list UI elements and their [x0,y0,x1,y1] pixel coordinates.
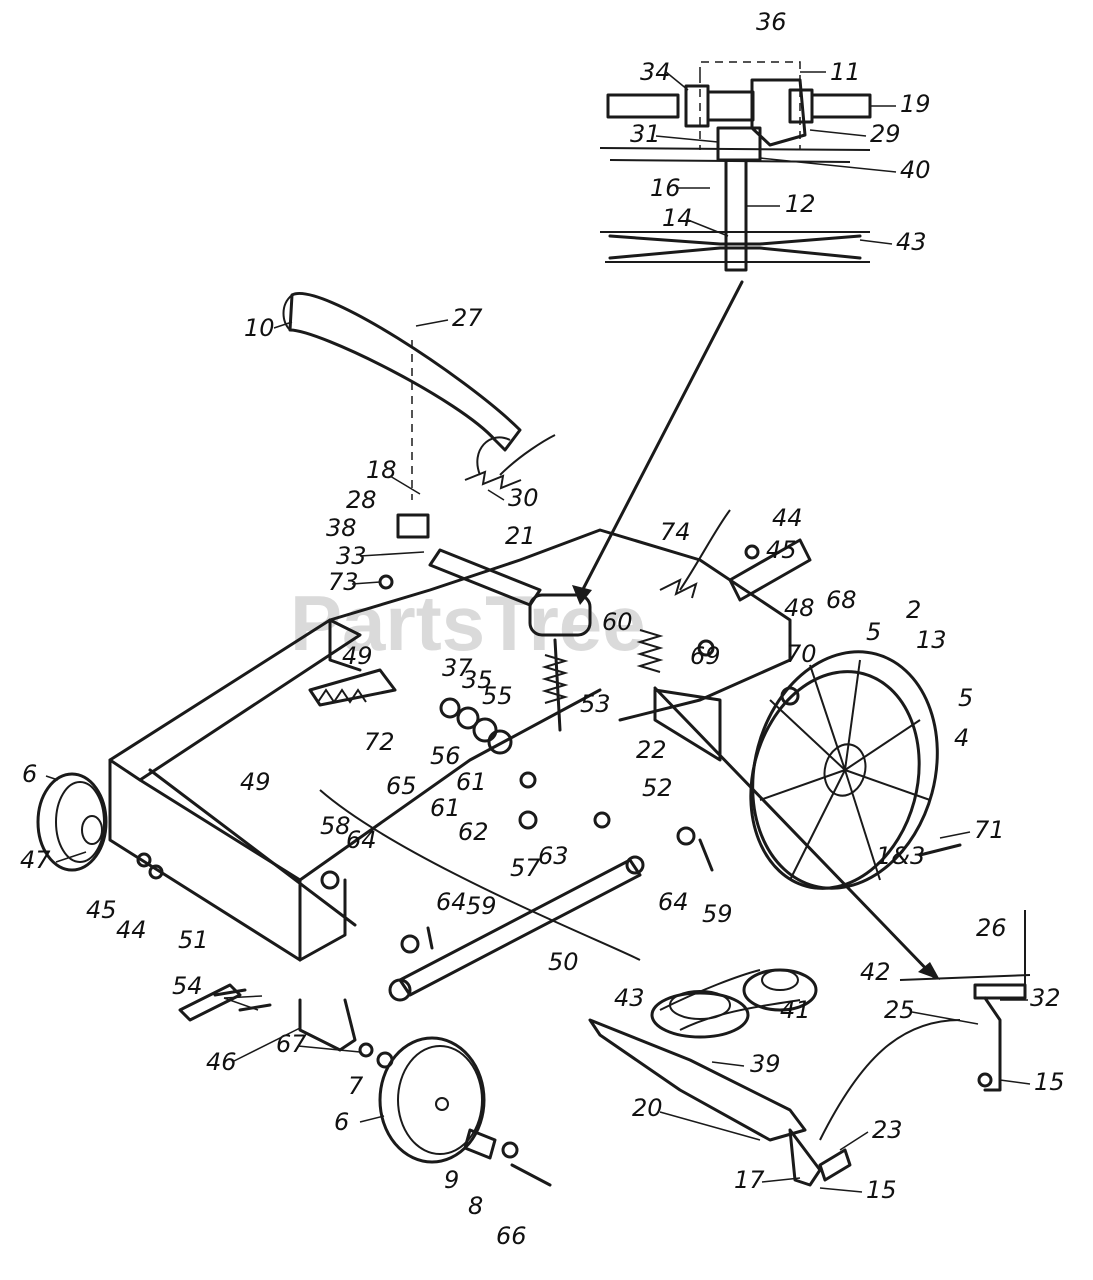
callout-1-and-3: 1&3 [876,842,925,870]
callout-18: 18 [366,456,397,484]
callout-12: 12 [785,190,816,218]
callout-26: 26 [976,914,1007,942]
callout-17: 17 [734,1166,765,1194]
callout-54: 54 [172,972,203,1000]
top-cover-shroud [282,292,522,500]
callout-30: 30 [508,484,539,512]
callout-44: 44 [772,504,803,532]
leader-lines [45,71,1031,1193]
callout-58: 58 [320,812,351,840]
callout-13: 13 [916,626,947,654]
callout-48: 48 [784,594,815,622]
callout-15: 15 [1034,1068,1065,1096]
callout-7: 7 [348,1072,364,1100]
callout-69: 69 [690,642,721,670]
roller-shaft-assembly [396,470,812,762]
blade-pulley-assembly [588,910,1031,1187]
control-cables [319,434,731,961]
callout-64c: 64 [658,888,689,916]
callout-41: 41 [780,996,811,1024]
callout-65: 65 [386,772,417,800]
callout-23: 23 [872,1116,903,1144]
callout-9: 9 [444,1166,459,1194]
callout-47: 47 [20,846,51,874]
callout-6b: 6 [334,1108,349,1136]
callout-64b: 64 [436,888,467,916]
callout-25: 25 [884,996,915,1024]
callout-31: 31 [630,120,661,148]
callout-59b: 59 [702,900,733,928]
callout-5b: 5 [958,684,973,712]
callout-60: 60 [602,608,633,636]
callout-71: 71 [974,816,1005,844]
callout-38: 38 [326,514,357,542]
main-deck-frame [108,528,792,1052]
callout-40: 40 [900,156,931,184]
callout-68: 68 [826,586,857,614]
callout-14: 14 [662,204,693,232]
callout-34: 34 [640,58,671,86]
callout-52: 52 [642,774,673,802]
callout-50: 50 [548,948,579,976]
callout-43b: 43 [614,984,645,1012]
callout-19: 19 [900,90,931,118]
callout-21: 21 [505,522,536,550]
callout-35: 35 [462,666,493,694]
linkage-bars [178,668,645,1022]
callout-45b: 45 [86,896,117,924]
callout-8: 8 [468,1192,483,1220]
callout-62: 62 [458,818,489,846]
callout-10: 10 [244,314,275,342]
callout-72: 72 [364,728,395,756]
callout-27: 27 [452,304,483,332]
rear-left-wheel [378,1036,486,1164]
callout-28: 28 [346,486,377,514]
callout-49: 49 [342,642,373,670]
callout-74: 74 [660,518,691,546]
callout-59: 59 [466,892,497,920]
callout-6: 6 [22,760,37,788]
front-left-wheel [36,772,108,872]
callout-45: 45 [766,536,797,564]
drive-connector-lines [572,280,940,980]
callout-36: 36 [756,8,787,36]
callout-44b: 44 [116,916,147,944]
callout-61: 61 [456,768,487,796]
callout-39: 39 [750,1050,781,1078]
callout-43: 43 [896,228,927,256]
callout-32: 32 [1030,984,1061,1012]
callout-64: 64 [346,826,377,854]
callout-51: 51 [178,926,209,954]
callout-5: 5 [866,618,881,646]
callout-57: 57 [510,854,541,882]
callout-55: 55 [482,682,513,710]
callout-42: 42 [860,958,891,986]
callout-70: 70 [786,640,817,668]
callout-22: 22 [636,736,667,764]
gearbox-inset [599,61,872,272]
callout-37: 37 [442,654,473,682]
callout-49b: 49 [240,768,271,796]
callout-29: 29 [870,120,901,148]
callout-2: 2 [906,596,921,624]
callout-63: 63 [538,842,569,870]
callout-56: 56 [430,742,461,770]
callout-46: 46 [206,1048,237,1076]
drive-wheel-assembly [749,650,939,890]
callout-16: 16 [650,174,681,202]
callout-67: 67 [276,1030,307,1058]
callout-66: 66 [496,1222,527,1250]
callout-11: 11 [830,58,861,86]
callout-labels: 36 34 11 19 31 29 40 16 12 14 43 10 27 1… [20,8,1065,1250]
callout-15b: 15 [866,1176,897,1204]
callout-4: 4 [954,724,969,752]
callout-53: 53 [580,690,611,718]
callout-73: 73 [328,568,359,596]
callout-61b: 61 [430,794,461,822]
callout-20: 20 [632,1094,663,1122]
